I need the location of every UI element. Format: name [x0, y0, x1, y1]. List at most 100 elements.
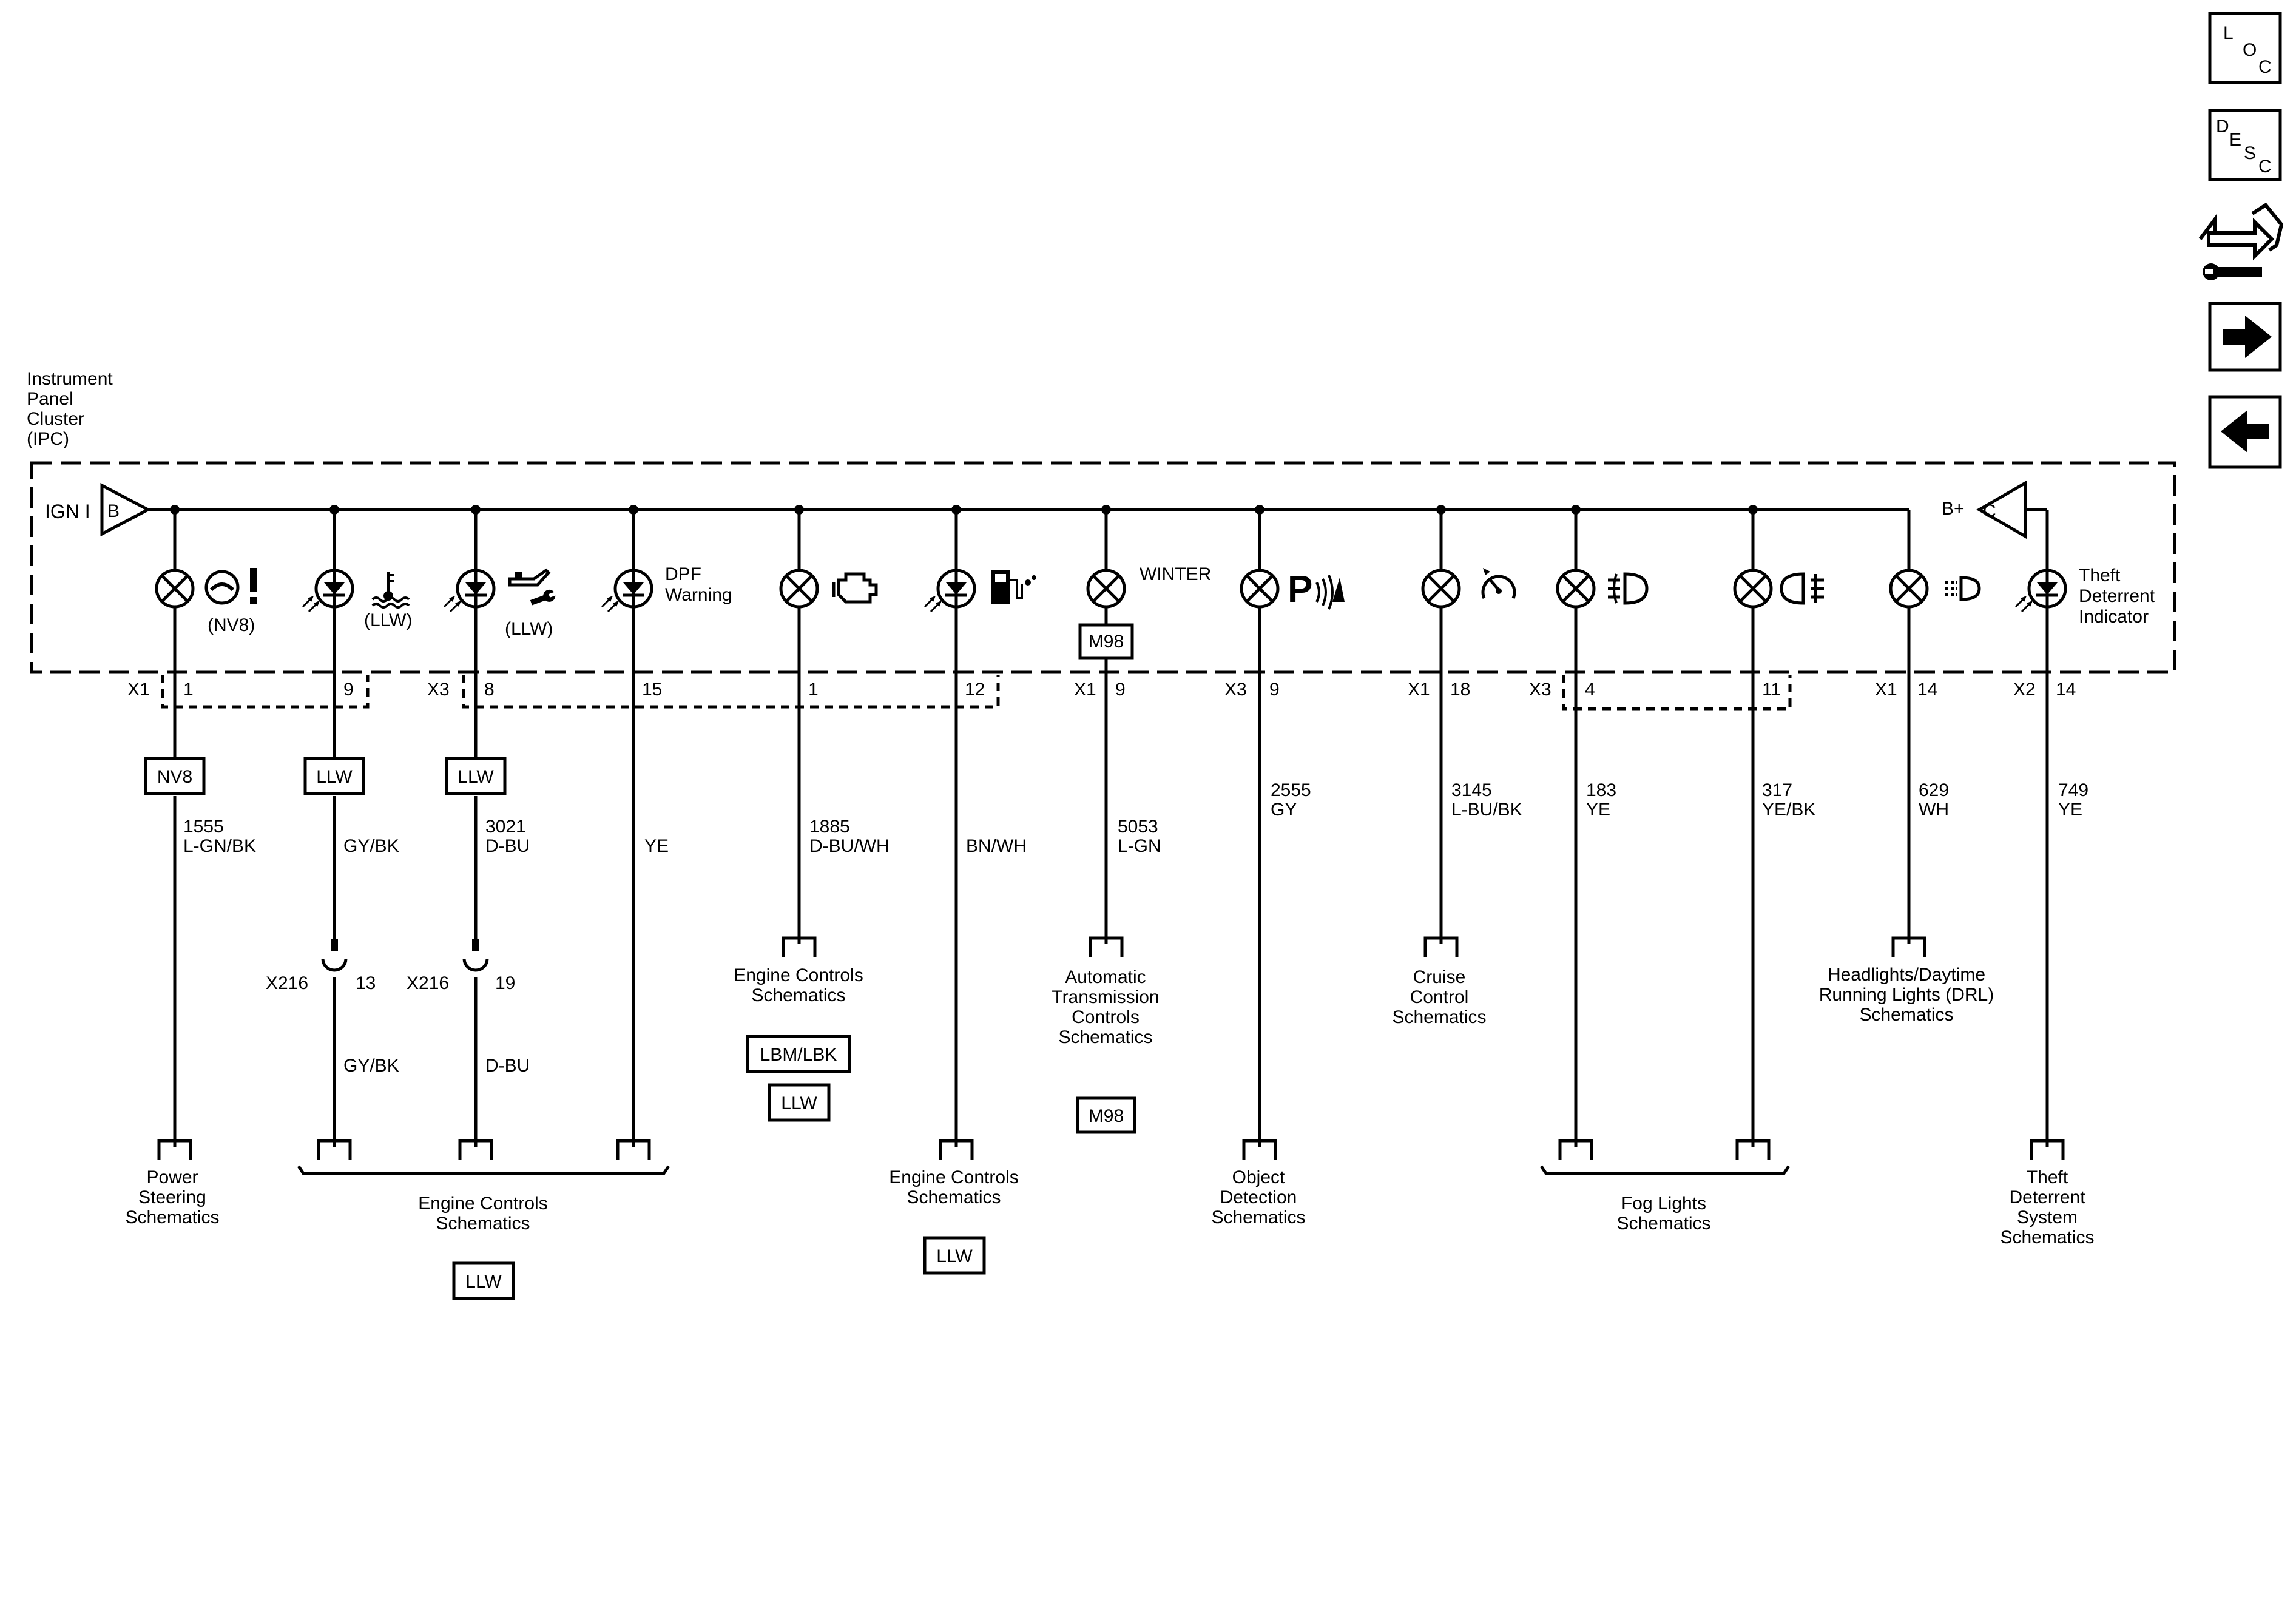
theft-label-3: Indicator [2079, 607, 2149, 627]
pin-11: 11 [1762, 680, 1781, 700]
dest-engine-controls-2-b[interactable]: Schematics [751, 985, 845, 1005]
dest-option-m98: M98 [1089, 1106, 1124, 1126]
dest-theft-3[interactable]: System [2017, 1207, 2078, 1227]
circuit-317: 317 [1762, 780, 1792, 800]
pin-12: 12 [965, 680, 985, 700]
svg-text:13: 13 [356, 973, 376, 993]
pin-8: 8 [484, 680, 495, 700]
theft-label-2: Deterrent [2079, 586, 2155, 606]
loc-letter-c: C [2258, 57, 2272, 77]
dest-engine-controls-2-a[interactable]: Engine Controls [734, 965, 863, 985]
dest-theft-1[interactable]: Theft [2027, 1167, 2068, 1187]
pin-9-b: 9 [1115, 680, 1126, 700]
svg-text:X216: X216 [266, 973, 308, 993]
circuit-3145: 3145 [1451, 780, 1492, 800]
coolant-temp-option: (LLW) [364, 610, 412, 630]
option-box-llw-a [303, 757, 365, 795]
dest-option-box-llw-a [452, 1261, 515, 1300]
bplus-label: B+ [1942, 499, 1965, 519]
dest-power-steering-1[interactable]: Power [146, 1167, 198, 1187]
option-llw-b: LLW [458, 767, 494, 787]
low-fuel-led [925, 570, 974, 612]
oil-can-icon [508, 568, 557, 606]
circuit-2555: 2555 [1271, 780, 1311, 800]
color-ye-bk: YE/BK [1762, 800, 1815, 820]
dest-option-llw-a: LLW [465, 1272, 502, 1292]
dest-option-llw-b: LLW [781, 1093, 817, 1113]
desc-button[interactable]: D E S C [2208, 109, 2282, 181]
dpf-label-2: Warning [665, 585, 732, 605]
dest-object-detection-3[interactable]: Schematics [1211, 1207, 1305, 1227]
previous-button[interactable] [2208, 395, 2282, 469]
dest-headlights-3[interactable]: Schematics [1859, 1005, 1953, 1025]
check-engine-icon [832, 572, 878, 604]
dest-cruise-3[interactable]: Schematics [1392, 1007, 1486, 1027]
loc-letter-o: O [2243, 40, 2257, 60]
dest-power-steering-2[interactable]: Steering [138, 1187, 206, 1207]
dest-option-llw-c: LLW [936, 1246, 973, 1266]
power-steering-option: (NV8) [208, 615, 255, 635]
park-assist-icon: P [1288, 569, 1345, 610]
loc-button[interactable]: L O C [2208, 12, 2282, 84]
connector-end-view-icon[interactable] [2198, 203, 2284, 280]
pin-1-a: 1 [183, 680, 194, 700]
power-steering-icon [204, 568, 257, 605]
dest-cruise-1[interactable]: Cruise [1413, 967, 1466, 987]
circuit-1555: 1555 [183, 817, 224, 837]
dest-object-detection-1[interactable]: Object [1232, 1167, 1285, 1187]
pin-15: 15 [642, 680, 662, 700]
dest-option-box-llw-b [768, 1083, 831, 1122]
dest-engine-controls-1-a[interactable]: Engine Controls [418, 1193, 547, 1214]
dest-theft-2[interactable]: Deterrent [2009, 1187, 2085, 1207]
winter-mode-lamp [1088, 570, 1124, 607]
ipc-module-box [30, 461, 2176, 674]
conn-x3-c: X3 [1529, 680, 1551, 700]
winter-option: M98 [1089, 632, 1124, 652]
rear-fog-lamp [1735, 570, 1771, 607]
color-wh: WH [1919, 800, 1949, 820]
dest-object-detection-2[interactable]: Detection [1220, 1187, 1297, 1207]
pin-14-b: 14 [2056, 680, 2076, 700]
dest-cruise-2[interactable]: Control [1410, 987, 1469, 1007]
next-button[interactable] [2208, 302, 2282, 372]
arrow-right-icon [2223, 316, 2272, 358]
color-l-gn-bk: L-GN/BK [183, 836, 256, 856]
dest-headlights-1[interactable]: Headlights/Daytime [1828, 965, 1985, 985]
dest-fog-lights-1[interactable]: Fog Lights [1621, 1193, 1706, 1214]
pin-9-c: 9 [1269, 680, 1280, 700]
dest-power-steering-3[interactable]: Schematics [125, 1207, 219, 1227]
arrow-left-icon [2221, 410, 2269, 453]
dest-auto-trans-1[interactable]: Automatic [1065, 967, 1146, 987]
dest-auto-trans-4[interactable]: Schematics [1058, 1027, 1152, 1047]
dest-auto-trans-2[interactable]: Transmission [1052, 987, 1159, 1007]
dest-option-box-m98 [1076, 1096, 1136, 1134]
oil-pressure-led [444, 570, 494, 612]
oil-pressure-option: (LLW) [505, 619, 553, 639]
coolant-temp-icon [371, 572, 410, 609]
ign-terminal-icon [100, 482, 152, 537]
conn-x1-a: X1 [127, 680, 150, 700]
dest-engine-controls-3-a[interactable]: Engine Controls [889, 1167, 1018, 1187]
conn-x1-d: X1 [1875, 680, 1897, 700]
check-engine-lamp [781, 570, 817, 607]
dest-theft-4[interactable]: Schematics [2000, 1227, 2094, 1247]
color-gy-bk: GY/BK [343, 836, 399, 856]
svg-text:D-BU: D-BU [485, 1056, 530, 1076]
dest-fog-lights-2[interactable]: Schematics [1616, 1214, 1710, 1234]
dest-auto-trans-3[interactable]: Controls [1072, 1007, 1140, 1027]
bplus-terminal-letter: C [1983, 501, 1996, 521]
dest-engine-controls-3-b[interactable]: Schematics [907, 1187, 1001, 1207]
park-assist-symbol: P [1288, 569, 1312, 610]
dest-option-lbm: LBM/LBK [760, 1045, 837, 1065]
conn-x2: X2 [2013, 680, 2036, 700]
svg-text:19: 19 [495, 973, 515, 993]
dest-engine-controls-1-b[interactable]: Schematics [436, 1214, 530, 1234]
color-bn-wh: BN/WH [966, 836, 1027, 856]
color-d-bu: D-BU [485, 836, 530, 856]
fog-lights-brace [1539, 1165, 1791, 1175]
circuit-183: 183 [1586, 780, 1616, 800]
dest-headlights-2[interactable]: Running Lights (DRL) [1819, 985, 1994, 1005]
desc-letter-s: S [2244, 143, 2256, 163]
engine-controls-brace [297, 1165, 670, 1175]
cruise-control-icon [1481, 568, 1516, 599]
